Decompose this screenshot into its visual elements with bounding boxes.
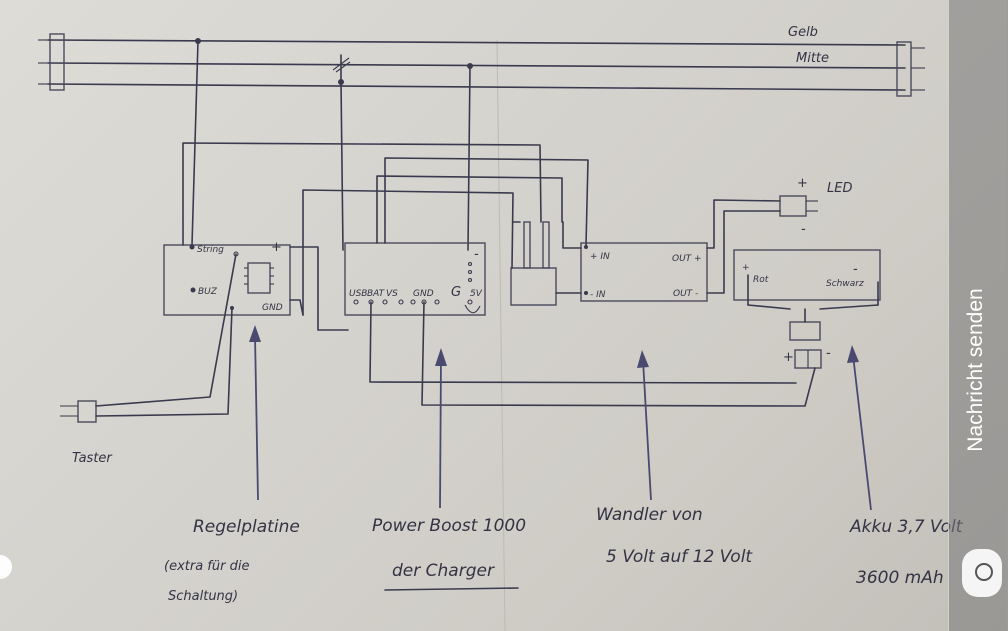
bus-label-yellow: Gelb (788, 25, 818, 40)
battery-pin-black: Schwarz (826, 279, 864, 289)
left-handle[interactable] (0, 555, 12, 579)
controller-pin-string: String (197, 245, 224, 255)
send-message-label[interactable]: Nachricht senden (964, 288, 987, 452)
led-minus: - (801, 222, 806, 237)
button-connector (60, 400, 97, 423)
converter-caption-line1: Wandler von (596, 505, 703, 525)
paper-fold (496, 39, 506, 631)
powerboost-pin-5v: 5V (470, 289, 483, 299)
battery-pin-red: Rot (753, 275, 769, 285)
battery-pack (733, 249, 881, 369)
powerboost-pin-gnd: GND (413, 289, 434, 299)
wires (95, 142, 816, 417)
bus-label-middle: Mitte (796, 51, 829, 66)
controller-pin-buz: BUZ (198, 287, 218, 297)
powerboost-caption-underline (384, 587, 519, 591)
controller-note-line2: Schaltung) (168, 589, 238, 604)
send-message-panel[interactable] (948, 0, 1008, 631)
converter-caption-line2: 5 Volt auf 12 Volt (606, 547, 753, 567)
led-label: LED (827, 181, 852, 196)
pin-header (510, 221, 557, 306)
powerboost-board (344, 242, 486, 316)
battery-connector-minus: - (826, 346, 831, 361)
battery-caption-line1: Akku 3,7 Volt (849, 517, 964, 537)
wiring-diagram: Gelb Mitte String BUZ + GND (38, 25, 964, 631)
powerboost-pin-g: G (451, 285, 461, 300)
powerboost-side-minus: - (474, 247, 479, 262)
converter-board (580, 242, 708, 302)
led-plus: + (797, 176, 808, 191)
controller-board (163, 244, 291, 316)
controller-caption: Regelplatine (193, 517, 300, 537)
powerboost-caption-line2: der Charger (392, 561, 495, 581)
converter-pin-out-plus: OUT + (672, 254, 702, 264)
converter-pin-in-minus: - IN (590, 290, 606, 300)
pointer-arrows (249, 325, 872, 511)
battery-pin-minus: - (853, 262, 858, 277)
bus-wires (38, 33, 925, 97)
powerboost-pin-bat: BAT (367, 289, 386, 299)
led-connector (779, 195, 818, 217)
powerboost-caption-line1: Power Boost 1000 (372, 516, 526, 536)
button-label: Taster (72, 451, 113, 466)
powerboost-pin-usb: USB (349, 289, 367, 299)
controller-pin-plus: + (271, 240, 282, 255)
battery-pin-plus: + (742, 263, 750, 273)
converter-pin-in-plus: + IN (590, 252, 610, 262)
battery-caption-line2: 3600 mAh (856, 568, 944, 588)
controller-pin-gnd: GND (262, 303, 283, 313)
battery-connector-plus: + (783, 350, 794, 365)
converter-pin-out-minus: OUT - (673, 289, 698, 299)
powerboost-pin-vs: VS (386, 289, 398, 299)
controller-note-line1: (extra für die (164, 559, 249, 574)
camera-icon (975, 563, 993, 581)
